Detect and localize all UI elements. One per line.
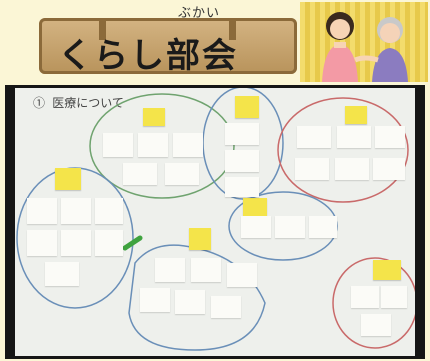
paper-note bbox=[227, 263, 257, 287]
paper-note bbox=[95, 230, 123, 256]
paper-note bbox=[225, 177, 259, 197]
paper-note bbox=[335, 158, 369, 180]
paper-note bbox=[45, 262, 79, 286]
paper-note bbox=[381, 286, 407, 308]
sticky-note bbox=[235, 96, 259, 118]
caregiver-and-elder-icon bbox=[322, 12, 408, 82]
title-ruby: ぶかい bbox=[178, 6, 221, 21]
group-outline bbox=[332, 257, 415, 349]
paper-note bbox=[103, 133, 133, 157]
paper-note bbox=[155, 258, 185, 282]
paper-note bbox=[375, 126, 405, 148]
paper-note bbox=[61, 198, 91, 224]
paper-note bbox=[337, 126, 371, 148]
workshop-photo: ① 医療について bbox=[5, 85, 425, 359]
group-outline bbox=[277, 97, 409, 203]
poster-paper: ① 医療について bbox=[15, 88, 415, 356]
paper-note bbox=[361, 314, 391, 336]
sticky-note bbox=[243, 198, 267, 216]
group-outline bbox=[89, 93, 235, 199]
paper-note bbox=[27, 230, 57, 256]
sign-post bbox=[229, 20, 236, 40]
sticky-note bbox=[55, 168, 81, 190]
header: ぶかい くらし部会 bbox=[0, 0, 430, 84]
sticky-note bbox=[373, 260, 401, 280]
wooden-sign bbox=[39, 18, 297, 74]
sign-post bbox=[99, 20, 106, 40]
paper-note bbox=[373, 158, 405, 180]
paper-note bbox=[211, 296, 241, 318]
group-outline bbox=[128, 244, 266, 351]
sticky-note bbox=[345, 106, 367, 124]
sticky-note bbox=[189, 228, 211, 250]
paper-note bbox=[140, 288, 170, 312]
paper-note bbox=[225, 150, 259, 172]
paper-note bbox=[297, 126, 331, 148]
paper-note bbox=[225, 123, 259, 145]
paper-note bbox=[61, 230, 91, 256]
paper-note bbox=[241, 216, 271, 238]
paper-note bbox=[95, 198, 123, 224]
paper-note bbox=[27, 198, 57, 224]
page-title: くらし部会 bbox=[58, 36, 238, 76]
paper-note bbox=[165, 163, 199, 185]
paper-note bbox=[175, 290, 205, 314]
sticky-note bbox=[143, 108, 165, 126]
paper-note bbox=[295, 158, 329, 180]
elderly-care-illustration bbox=[300, 2, 428, 82]
paper-note bbox=[138, 133, 168, 157]
paper-note bbox=[173, 133, 203, 157]
paper-note bbox=[191, 258, 221, 282]
group-outline bbox=[228, 191, 338, 261]
green-marker bbox=[122, 235, 143, 251]
paper-note bbox=[123, 163, 157, 185]
paper-note bbox=[275, 216, 305, 238]
paper-note bbox=[351, 286, 379, 308]
group-outlines bbox=[16, 88, 415, 351]
paper-note bbox=[309, 216, 337, 238]
board-heading: ① 医療について bbox=[33, 96, 124, 110]
